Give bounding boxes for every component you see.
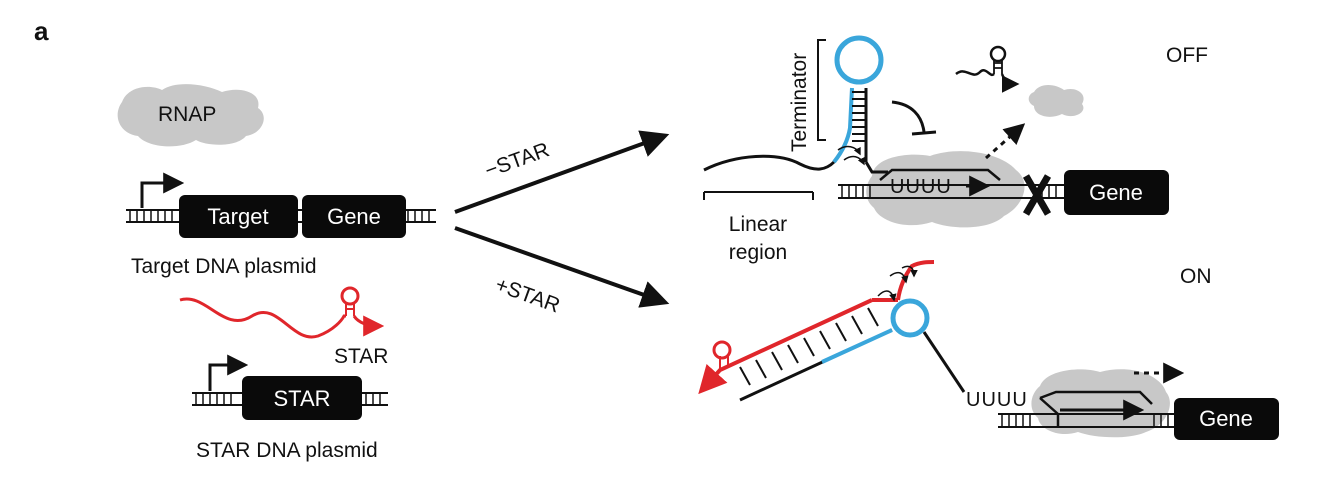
- off-state: OFF UUUU Gene Linear region: [703, 35, 1208, 264]
- star-segment-box: [242, 376, 362, 420]
- off-gene-box: [1064, 170, 1169, 215]
- target-plasmid-caption: Target DNA plasmid: [131, 255, 317, 278]
- star-segment-label: STAR: [273, 386, 330, 411]
- plus-star-label: +STAR: [492, 273, 563, 317]
- linear-region-label-line1: Linear: [729, 213, 787, 236]
- linear-region-label-line2: region: [729, 241, 787, 264]
- target-promoter-arrow: [140, 172, 185, 208]
- branch-arrows: −STAR +STAR: [454, 130, 670, 318]
- off-release-arrow: [985, 123, 1026, 160]
- target-dna-plasmid: Target Gene Target DNA plasmid: [126, 172, 436, 278]
- target-segment-box: [179, 195, 298, 238]
- terminator-label: Terminator: [788, 53, 811, 152]
- star-promoter-arrow: [208, 354, 249, 391]
- on-state: ON UUUU Gene: [698, 260, 1279, 440]
- on-gene-label: Gene: [1199, 406, 1253, 431]
- gene-segment-label: Gene: [327, 204, 381, 229]
- on-gene-box: [1174, 398, 1279, 440]
- on-uuuu-label: UUUU: [966, 389, 1028, 411]
- released-rna: [955, 69, 995, 77]
- off-gene-label: Gene: [1089, 180, 1143, 205]
- star-plasmid-caption: STAR DNA plasmid: [196, 439, 378, 462]
- minus-star-label: −STAR: [482, 138, 553, 182]
- target-segment-label: Target: [207, 204, 268, 229]
- off-uuuu-label: UUUU: [890, 176, 952, 198]
- plus-star-arrow: [454, 226, 670, 308]
- inhibition-arc: [891, 100, 926, 133]
- released-rnap-blob: [1028, 85, 1084, 117]
- off-linear-rna: [703, 154, 836, 172]
- terminator-bracket: [817, 39, 826, 141]
- off-block-x: [1022, 174, 1052, 216]
- terminator-hairpin: [832, 35, 888, 174]
- star-rna: STAR: [179, 286, 388, 368]
- linear-region-bracket: [703, 191, 814, 200]
- rnap-label: RNAP: [158, 103, 216, 126]
- star-rna-label: STAR: [334, 345, 388, 368]
- rnap-blob: RNAP: [117, 84, 264, 147]
- panel-label: a: [34, 16, 49, 46]
- star-dna-plasmid: STAR STAR DNA plasmid: [192, 354, 388, 462]
- gene-segment-box: [302, 195, 406, 238]
- star-target-duplex: [698, 260, 966, 402]
- off-state-label: OFF: [1166, 44, 1208, 67]
- minus-star-arrow: [454, 130, 670, 214]
- on-state-label: ON: [1180, 265, 1212, 288]
